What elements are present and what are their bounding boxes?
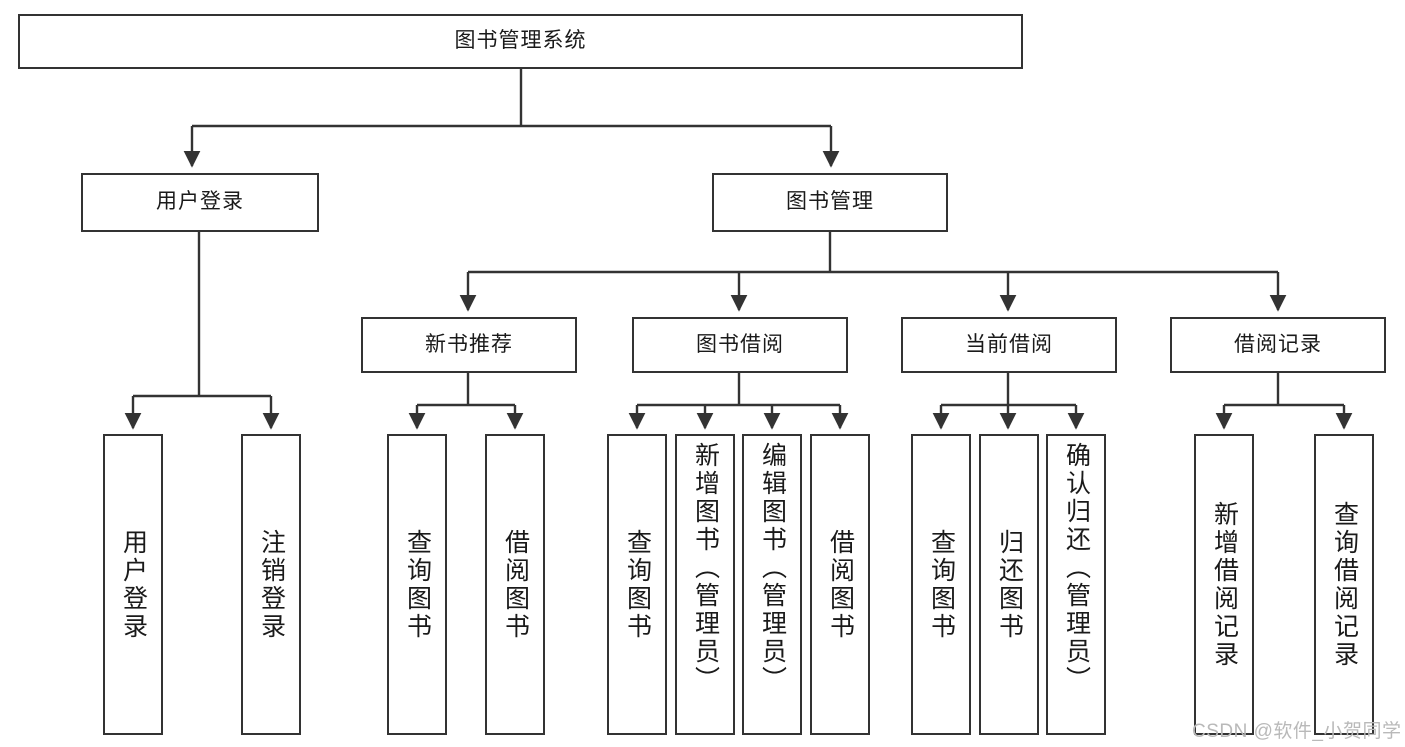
node-label: 新增借阅记录 [1210, 500, 1239, 669]
node-label: 注销登录 [257, 528, 286, 641]
node-label: 借阅图书 [501, 528, 530, 641]
leaf-current-return-books[interactable]: 归还图书 [979, 434, 1039, 735]
leaf-current-query-books[interactable]: 查询图书 [911, 434, 971, 735]
node-label: 借阅图书 [826, 528, 855, 641]
leaf-new-book-query-books[interactable]: 查询图书 [387, 434, 447, 735]
node-root-book-management-system[interactable]: 图书管理系统 [18, 14, 1023, 69]
node-label: 用户登录 [156, 190, 244, 214]
leaf-new-book-borrow-books[interactable]: 借阅图书 [485, 434, 545, 735]
node-label: 确认归还（管理员） [1062, 442, 1091, 694]
node-book-management[interactable]: 图书管理 [712, 173, 948, 232]
node-label: 归还图书 [995, 528, 1024, 641]
node-borrowing-records[interactable]: 借阅记录 [1170, 317, 1386, 373]
node-label: 查询借阅记录 [1330, 500, 1359, 669]
node-current-borrowing[interactable]: 当前借阅 [901, 317, 1117, 373]
leaf-borrow-query-books[interactable]: 查询图书 [607, 434, 667, 735]
node-label: 新书推荐 [425, 332, 513, 356]
node-label: 图书管理系统 [454, 29, 587, 53]
leaf-borrow-add-book-admin[interactable]: 新增图书（管理员） [675, 434, 735, 735]
csdn-watermark: CSDN @软件_小贺同学 [1192, 721, 1402, 742]
node-new-book-recommendation[interactable]: 新书推荐 [361, 317, 577, 373]
node-label: 查询图书 [403, 528, 432, 641]
node-label: 用户登录 [119, 528, 148, 641]
leaf-user-login-signin[interactable]: 用户登录 [103, 434, 163, 735]
node-book-borrowing[interactable]: 图书借阅 [632, 317, 848, 373]
node-label: 图书管理 [786, 190, 874, 214]
node-label: 查询图书 [623, 528, 652, 641]
leaf-current-confirm-return-admin[interactable]: 确认归还（管理员） [1046, 434, 1106, 735]
node-user-login[interactable]: 用户登录 [81, 173, 319, 232]
leaf-user-login-signout[interactable]: 注销登录 [241, 434, 301, 735]
leaf-record-add-borrow-record[interactable]: 新增借阅记录 [1194, 434, 1254, 735]
leaf-record-query-borrow-record[interactable]: 查询借阅记录 [1314, 434, 1374, 735]
leaf-borrow-edit-book-admin[interactable]: 编辑图书（管理员） [742, 434, 802, 735]
node-label: 图书借阅 [696, 332, 784, 356]
node-label: 新增图书（管理员） [691, 442, 720, 694]
node-label: 当前借阅 [965, 332, 1053, 356]
node-label: 借阅记录 [1234, 332, 1322, 356]
node-label: 查询图书 [927, 528, 956, 641]
leaf-borrow-borrow-books[interactable]: 借阅图书 [810, 434, 870, 735]
node-label: 编辑图书（管理员） [758, 442, 787, 694]
